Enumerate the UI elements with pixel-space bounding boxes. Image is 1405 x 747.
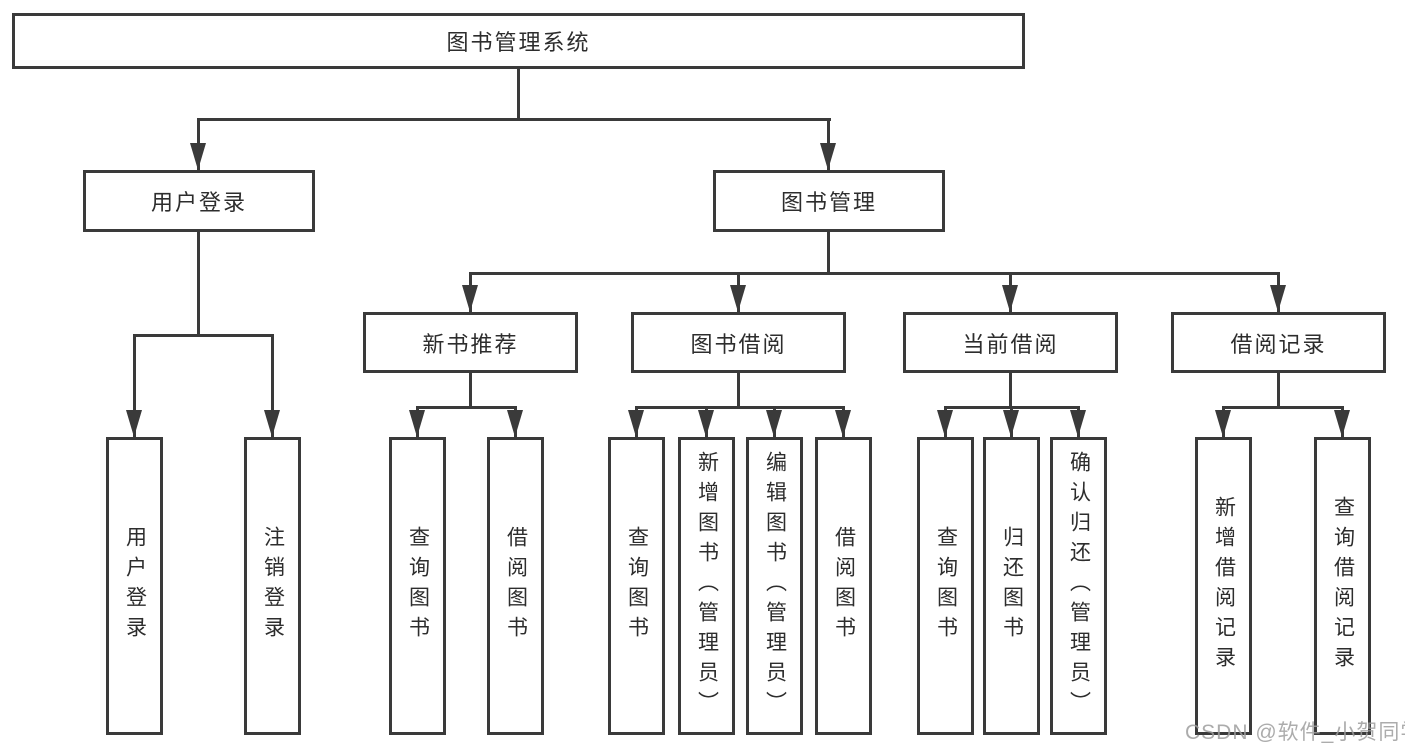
connector-line (197, 118, 831, 121)
connector-line (827, 232, 830, 275)
arrow-down-icon (628, 410, 644, 437)
connector-line (197, 232, 200, 337)
node-new-book-recommend: 新书推荐 (363, 312, 578, 373)
arrow-down-icon (1070, 410, 1086, 437)
connector-line (469, 373, 472, 409)
leaf-query-borrow-record: 查询借阅记录 (1314, 437, 1371, 735)
leaf-query-books-recommend: 查询图书 (389, 437, 446, 735)
node-label: 注销登录 (261, 526, 285, 646)
arrow-down-icon (1003, 410, 1019, 437)
connector-line (737, 373, 740, 409)
connector-line (416, 406, 517, 409)
node-label: 查询借阅记录 (1331, 496, 1355, 676)
leaf-add-borrow-record: 新增借阅记录 (1195, 437, 1252, 735)
leaf-add-book-admin: 新增图书（管理员） (678, 437, 735, 735)
arrow-down-icon (409, 410, 425, 437)
node-label: 借阅图书 (504, 526, 528, 646)
node-book-management: 图书管理 (713, 170, 945, 232)
node-label: 查询图书 (625, 526, 649, 646)
node-label: 借阅图书 (832, 526, 856, 646)
connector-line (469, 272, 1280, 275)
node-label: 用户登录 (123, 526, 147, 646)
node-label: 图书管理系统 (446, 30, 591, 55)
arrow-down-icon (698, 410, 714, 437)
leaf-user-login: 用户登录 (106, 437, 163, 735)
node-label: 查询图书 (934, 526, 958, 646)
node-label: 新增图书（管理员） (695, 451, 719, 721)
arrow-down-icon (820, 143, 836, 170)
arrow-down-icon (507, 410, 523, 437)
leaf-borrow-books-recommend: 借阅图书 (487, 437, 544, 735)
node-library-system: 图书管理系统 (12, 13, 1025, 69)
node-user-login: 用户登录 (83, 170, 315, 232)
arrow-down-icon (126, 410, 142, 437)
leaf-query-books-borrowing: 查询图书 (608, 437, 665, 735)
arrow-down-icon (462, 285, 478, 312)
connector-line (1277, 373, 1280, 409)
leaf-return-book: 归还图书 (983, 437, 1040, 735)
leaf-borrow-books-borrowing: 借阅图书 (815, 437, 872, 735)
arrow-down-icon (937, 410, 953, 437)
node-label: 当前借阅 (962, 331, 1059, 357)
connector-line (635, 406, 845, 409)
arrow-down-icon (190, 143, 206, 170)
node-label: 归还图书 (1000, 526, 1024, 646)
node-label: 新增借阅记录 (1212, 496, 1236, 676)
node-label: 借阅记录 (1230, 331, 1327, 357)
node-current-borrowing: 当前借阅 (903, 312, 1118, 373)
connector-line (1009, 373, 1012, 409)
arrow-down-icon (835, 410, 851, 437)
watermark: CSDN @软件_小贺同学 (1185, 721, 1405, 744)
node-label: 图书管理 (780, 190, 877, 215)
connector-line (1222, 406, 1344, 409)
connector-line (517, 69, 520, 121)
node-label: 确认归还（管理员） (1067, 451, 1091, 721)
arrow-down-icon (1334, 410, 1350, 437)
connector-line (271, 334, 274, 437)
arrow-down-icon (264, 410, 280, 437)
leaf-logout: 注销登录 (244, 437, 301, 735)
node-label: 用户登录 (150, 190, 247, 215)
node-book-borrowing: 图书借阅 (631, 312, 846, 373)
leaf-query-books-current: 查询图书 (917, 437, 974, 735)
connector-line (133, 334, 274, 337)
node-label: 新书推荐 (422, 331, 519, 357)
leaf-confirm-return-admin: 确认归还（管理员） (1050, 437, 1107, 735)
node-borrowing-records: 借阅记录 (1171, 312, 1386, 373)
arrow-down-icon (1270, 285, 1286, 312)
arrow-down-icon (1002, 285, 1018, 312)
node-label: 图书借阅 (690, 331, 787, 357)
node-label: 查询图书 (406, 526, 430, 646)
node-label: 编辑图书（管理员） (763, 451, 787, 721)
arrow-down-icon (730, 285, 746, 312)
arrow-down-icon (766, 410, 782, 437)
connector-line (133, 334, 136, 437)
arrow-down-icon (1215, 410, 1231, 437)
leaf-edit-book-admin: 编辑图书（管理员） (746, 437, 803, 735)
